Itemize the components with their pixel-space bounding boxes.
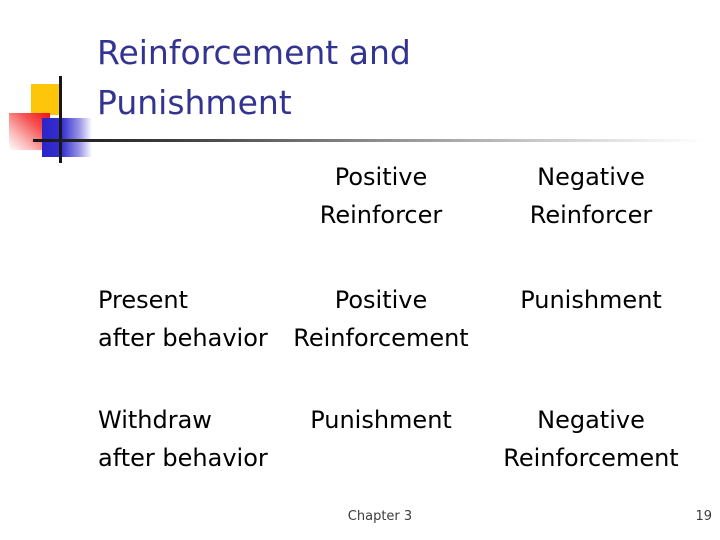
table-header-row: Positive Reinforcer Negative Reinforcer (98, 158, 694, 234)
slide-title: Reinforcement and Punishment (97, 33, 411, 122)
footer-chapter: Chapter 3 (347, 509, 413, 524)
cell-punishment-row2: Punishment (310, 406, 452, 434)
cell-punishment-row1: Punishment (520, 286, 662, 314)
header-spacer-cell (98, 158, 274, 234)
column-header-positive-reinforcer: Positive Reinforcer (319, 163, 443, 229)
decoration-blue-square (42, 118, 92, 157)
page-number: 19 (695, 509, 712, 524)
title-underline (33, 139, 705, 142)
cell-negative-reinforcement: Negative Reinforcement (503, 406, 679, 472)
decoration-vertical-line (59, 76, 62, 163)
row-label-present-after-behavior: Present after behavior (98, 286, 268, 352)
decoration-yellow-square (31, 84, 61, 115)
table-row-withdraw: Withdraw after behavior Punishment Negat… (98, 401, 694, 477)
row-label-withdraw-after-behavior: Withdraw after behavior (98, 406, 268, 472)
table-row-present: Present after behavior Positive Reinforc… (98, 281, 694, 357)
cell-positive-reinforcement: Positive Reinforcement (293, 286, 469, 352)
column-header-negative-reinforcer: Negative Reinforcer (529, 163, 653, 229)
